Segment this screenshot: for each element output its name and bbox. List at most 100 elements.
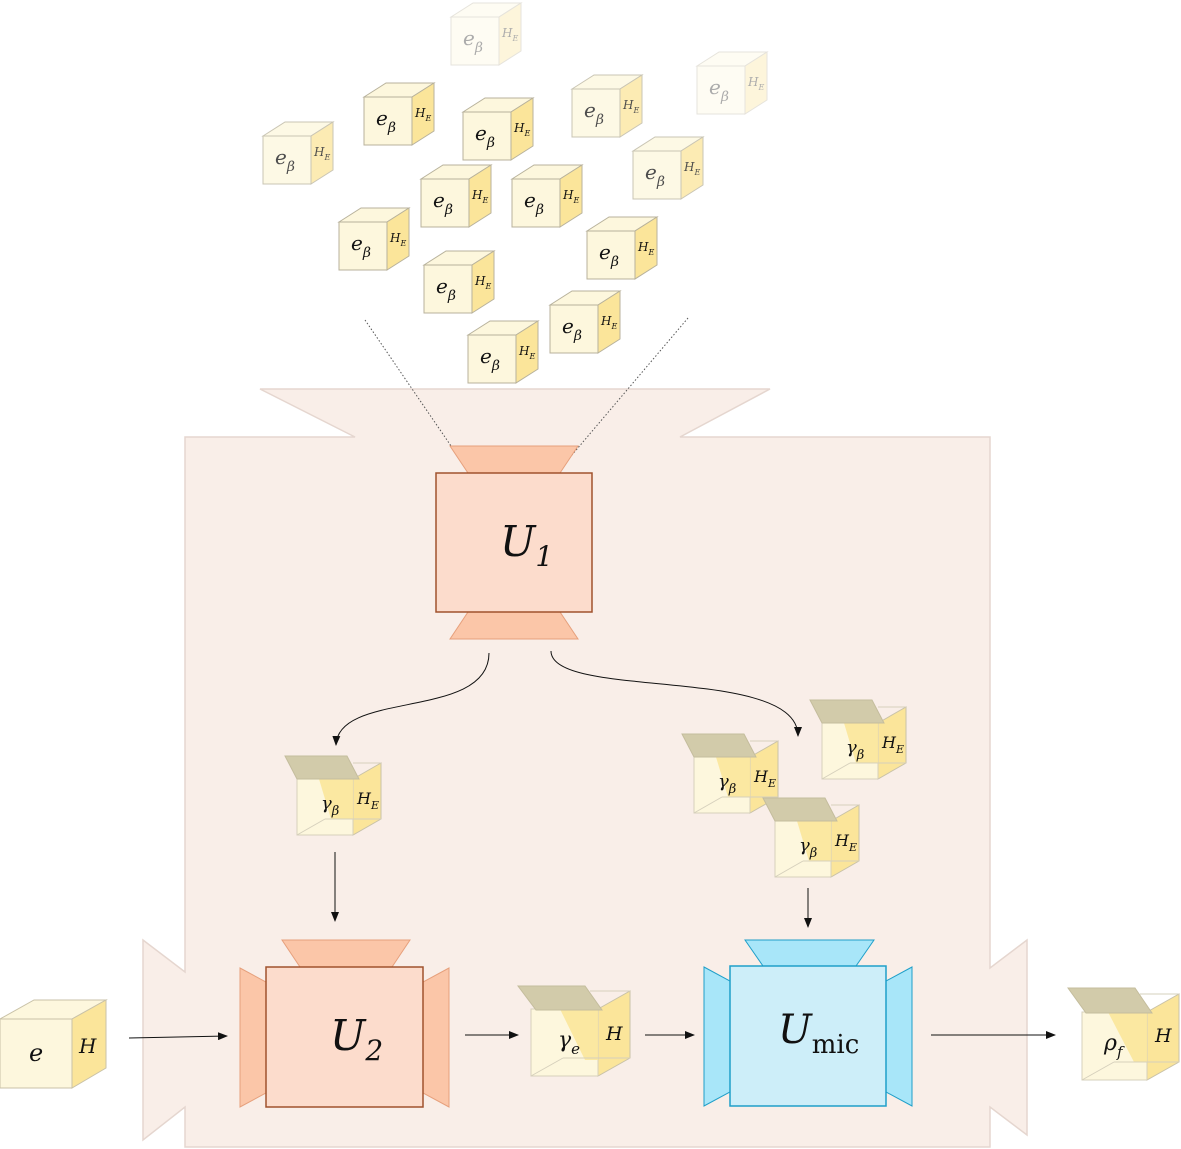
arrow-u1-to-gamma-right	[550, 650, 802, 737]
umic-operator: Umic	[703, 939, 913, 1107]
reservoir-cube-symbol: eβ	[709, 75, 729, 105]
reservoir-cube-space: HE	[747, 75, 764, 92]
gamma-cube-lid	[681, 733, 757, 758]
reservoir-cube: eβ HE	[585, 216, 659, 280]
reservoir-cube-front	[423, 264, 473, 314]
umic-right-flap	[885, 966, 913, 1107]
gamma-cube-inner-fill	[319, 779, 353, 819]
reservoir-cube-space: HE	[313, 145, 330, 162]
gamma-cube-inner-fill	[844, 723, 878, 763]
reservoir-cube: eβ HE	[419, 164, 493, 228]
umic-left-flap	[703, 966, 731, 1107]
reservoir-cube-symbol: eβ	[480, 344, 500, 374]
reservoir-cube: eβ HE	[695, 51, 769, 115]
reservoir-cube-symbol: eβ	[436, 274, 456, 304]
mid-cube: γe H	[517, 985, 631, 1077]
mid-cube-symbol: γe	[558, 1028, 580, 1058]
u1-label: U1	[500, 517, 553, 573]
reservoir-cube-space: HE	[518, 344, 535, 361]
mid-cube-lid	[517, 985, 603, 1011]
reservoir-cube: eβ HE	[461, 97, 535, 161]
reservoir-cube-space: HE	[513, 121, 530, 138]
u2-box	[265, 966, 424, 1108]
reservoir-cube-front	[467, 334, 517, 384]
gamma-cube-space: HE	[356, 789, 379, 812]
reservoir-cube-space: HE	[471, 188, 488, 205]
gamma-cube-symbol: γβ	[718, 771, 736, 797]
umic-label: Umic	[778, 1007, 859, 1060]
funnel-line-left	[364, 319, 463, 463]
gamma-cube-inner-fill	[716, 757, 750, 797]
gamma-cube-symbol: γβ	[799, 835, 817, 861]
arrow-u1-to-gamma-left	[332, 652, 490, 746]
reservoir-cube-space: HE	[637, 240, 654, 257]
reservoir-cube-top	[695, 51, 769, 67]
reservoir-cube-top	[449, 2, 523, 18]
umic-top-flap	[744, 939, 875, 967]
reservoir-cube-symbol: eβ	[524, 188, 544, 218]
reservoir-cube-space: HE	[683, 160, 700, 177]
mid-cube-inner-fill	[560, 1009, 598, 1060]
gamma-cube-edge	[774, 860, 804, 878]
reservoir-cube-symbol: eβ	[433, 188, 453, 218]
reservoir-cube-space: HE	[389, 231, 406, 248]
reservoir-cube-symbol: eβ	[645, 160, 665, 190]
u2-top-flap	[281, 939, 411, 968]
output-cube-space: H	[1154, 1025, 1172, 1047]
u1-box	[435, 472, 593, 613]
reservoir-cube-front	[586, 230, 636, 280]
reservoir-cube-space: HE	[414, 106, 431, 123]
reservoir-cube-front	[420, 178, 470, 228]
reservoir-cube-side	[498, 2, 522, 66]
gamma-cube-lid	[284, 755, 360, 780]
output-cube: ρf H	[1067, 987, 1180, 1081]
u2-operator: U2	[239, 939, 450, 1108]
u2-left-flap	[239, 967, 267, 1108]
umic-box	[729, 965, 887, 1107]
input-cube-symbol: e	[29, 1039, 43, 1067]
reservoir-cube-side	[744, 51, 768, 115]
u2-right-flap	[422, 967, 450, 1108]
reservoir-cube-space: HE	[622, 98, 639, 115]
reservoir-cube-symbol: eβ	[475, 121, 495, 151]
gamma-cube-symbol: γβ	[846, 737, 864, 763]
reservoir-cube-front	[262, 135, 312, 185]
mid-cube-edge	[530, 1057, 564, 1077]
gamma-cube-lid	[762, 797, 838, 822]
gamma-cube-space: HE	[753, 767, 776, 790]
reservoir-cube-symbol: eβ	[376, 106, 396, 136]
arrow-input-to-u2	[128, 1032, 228, 1041]
u2-label: U2	[330, 1011, 383, 1067]
output-cube-symbol: ρf	[1103, 1031, 1125, 1061]
gamma-cube-lid	[809, 699, 885, 724]
reservoir-cube-symbol: eβ	[599, 240, 619, 270]
reservoir-cube: eβ HE	[261, 121, 335, 185]
gamma-cube: γβ HE	[284, 755, 382, 836]
input-cube-space: H	[78, 1034, 97, 1058]
reservoir-cube-front	[462, 111, 512, 161]
reservoir-cube: eβ HE	[449, 2, 523, 66]
reservoir-cube: eβ HE	[337, 207, 411, 271]
u1-operator: U1	[435, 445, 593, 640]
reservoir-cube-space: HE	[501, 26, 518, 43]
reservoir-cube-front	[696, 65, 746, 115]
gamma-cube-inner-fill	[797, 821, 831, 861]
reservoir-cube-front	[450, 16, 500, 66]
reservoir-cube: eβ HE	[362, 82, 436, 146]
gamma-cube-edge	[693, 796, 723, 814]
reservoir-cube-symbol: eβ	[463, 26, 483, 56]
gamma-cube-symbol: γβ	[321, 793, 339, 819]
output-cube-inner-fill	[1108, 1012, 1147, 1062]
reservoir-cube-front	[363, 96, 413, 146]
reservoir-cube-symbol: eβ	[275, 145, 295, 175]
reservoir-cube-front	[511, 178, 561, 228]
gamma-cube-edge	[296, 818, 326, 836]
reservoir-cube-symbol: eβ	[351, 231, 371, 261]
